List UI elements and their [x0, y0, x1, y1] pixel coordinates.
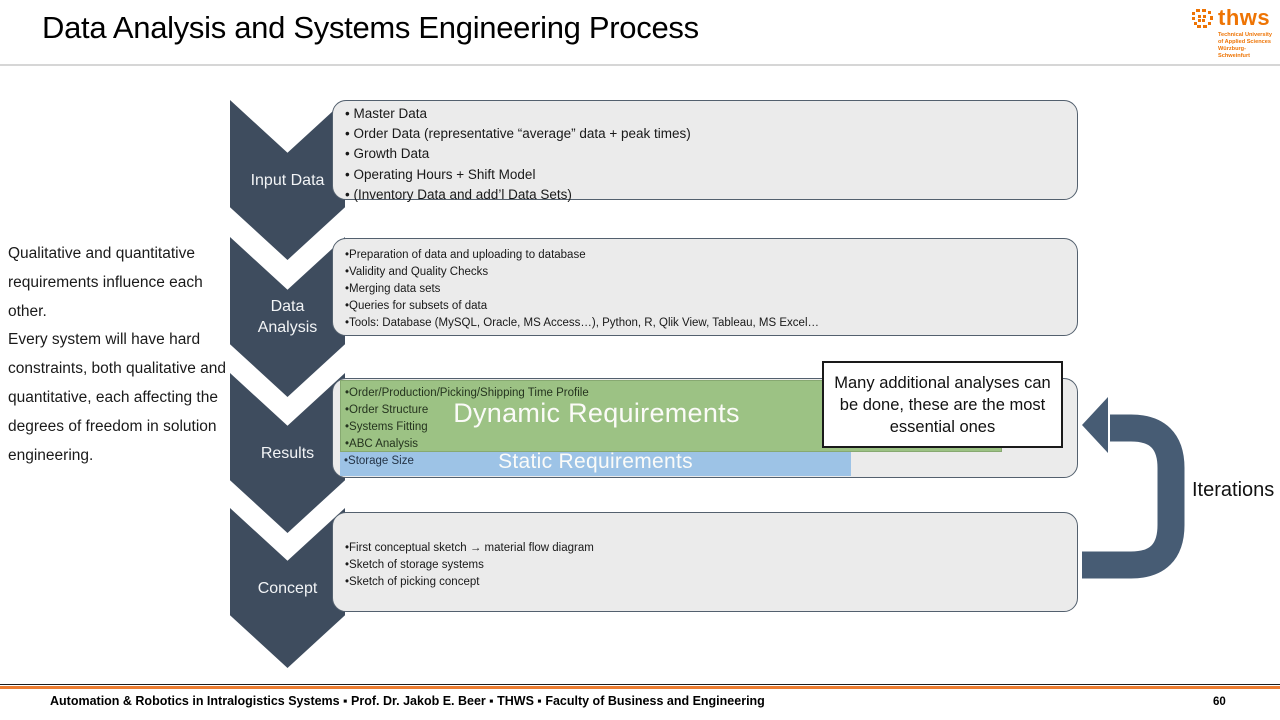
logo-subtitle-line: Technical University [1218, 32, 1272, 38]
callout-text: Many additional analyses can be done, th… [834, 373, 1051, 436]
bullet-item: •Sketch of storage systems [345, 558, 484, 571]
bullet-item: •ABC Analysis [345, 438, 419, 450]
side-note-paragraph: Qualitative and quantitative requirement… [8, 245, 203, 320]
side-note-paragraph: Every system will have hard constraints,… [8, 331, 226, 464]
bullet-item: •Validity and Quality Checks [345, 265, 489, 278]
bullet-item: •Merging data sets [345, 282, 441, 295]
chevron-label: Input Data [250, 171, 325, 189]
side-note: Qualitative and quantitative requirement… [8, 240, 226, 470]
footer-text: Automation & Robotics in Intralogistics … [50, 694, 765, 708]
iterations-label: Iterations [1192, 479, 1275, 501]
page-title: Data Analysis and Systems Engineering Pr… [42, 10, 699, 45]
chevron-label: Concept [257, 579, 318, 597]
bullet-list: • Master Data • Order Data (representativ… [333, 101, 1077, 205]
bullet-item: •First conceptual sketch → material flow… [345, 542, 594, 554]
callout-note: Many additional analyses can be done, th… [822, 361, 1063, 448]
bullet-item: •Preparation of data and uploading to da… [345, 249, 586, 261]
iterations-arrow-shaft [1082, 414, 1185, 579]
bullet-item: •Systems Fitting [345, 421, 428, 433]
chevron-data-analysis: Data Analysis [230, 237, 345, 397]
bullet-item: • Growth Data [345, 146, 430, 162]
input-data-panel: • Master Data • Order Data (representativ… [332, 100, 1078, 202]
bullet-item: • Master Data [345, 106, 428, 121]
bullet-item: •Storage Size [344, 455, 414, 467]
data-analysis-panel: •Preparation of data and uploading to da… [332, 238, 1078, 336]
thws-logo: thws Technical University of Applied Sci… [1191, 5, 1277, 60]
chevron-label: Results [260, 444, 315, 462]
static-requirements-box: •Storage Size Static Requirements [340, 450, 851, 476]
bullet-item: • (Inventory Data and add’l Data Sets) [345, 186, 572, 202]
logo-subtitle-line: Würzburg-Schweinfurt [1218, 46, 1251, 59]
chevron-input-data: Input Data [230, 100, 345, 260]
static-requirements-label: Static Requirements [498, 450, 693, 473]
chevron-results: Results [230, 373, 345, 533]
thws-logo-icon [1192, 9, 1213, 28]
bullet-item: • Operating Hours + Shift Model [345, 166, 536, 182]
bullet-item: •Order Structure [345, 404, 429, 416]
bullet-item: • Order Data (representative “average” d… [345, 126, 691, 142]
title-divider [0, 64, 1280, 66]
bullet-list: •First conceptual sketch → material flow… [333, 513, 1077, 591]
bullet-item: •Queries for subsets of data [345, 299, 488, 312]
dynamic-requirements-label: Dynamic Requirements [453, 398, 740, 428]
bullet-item: •Sketch of picking concept [345, 575, 480, 588]
iterations-arrow [1082, 397, 1185, 579]
logo-subtitle-line: of Applied Sciences [1218, 39, 1271, 45]
bullet-list: •Preparation of data and uploading to da… [333, 239, 1077, 332]
concept-panel: •First conceptual sketch → material flow… [332, 512, 1078, 612]
iterations-arrowhead-icon [1082, 397, 1108, 453]
footer-accent-bar [0, 686, 1280, 689]
bullet-list: •Storage Size [344, 455, 414, 467]
thws-wordmark: thws [1218, 5, 1271, 30]
bullet-list: •Order/Production/Picking/Shipping Time … [341, 381, 1001, 453]
chevron-label: Data Analysis [257, 298, 318, 336]
footer-divider [0, 684, 1280, 685]
page-number: 60 [1213, 696, 1226, 708]
bullet-item: •Order/Production/Picking/Shipping Time … [345, 387, 589, 399]
bullet-item: •Tools: Database (MySQL, Oracle, MS Acce… [345, 316, 819, 329]
